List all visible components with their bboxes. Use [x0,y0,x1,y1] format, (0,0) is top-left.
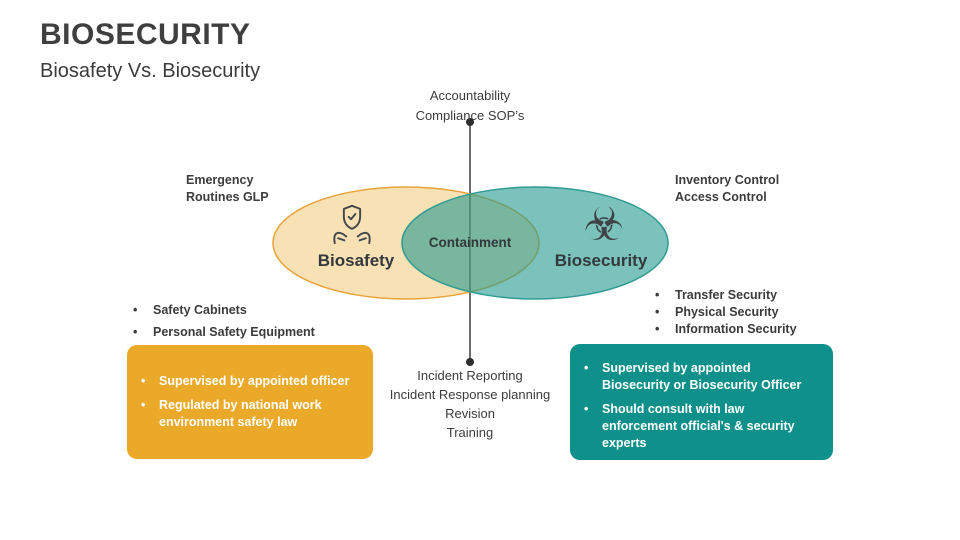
list-item: Personal Safety Equipment [131,321,315,343]
bottom-annotation-line: Revision [445,406,495,421]
page-subtitle: Biosafety Vs. Biosecurity [40,60,261,82]
containment-label: Containment [428,235,512,250]
connector-dot-bottom [466,358,474,366]
biosecurity-note-list: Supervised by appointed Biosecurity or B… [570,344,833,452]
list-item: Information Security [653,321,797,338]
shield-hands-icon [333,204,371,245]
biosecurity-ellipse [401,186,669,300]
list-item: Physical Security [653,304,797,321]
left-annotation: Emergency Routines GLP [186,172,269,206]
top-annotation-line: Accountability [429,88,511,103]
note-item: Supervised by appointed officer [139,373,359,390]
left-annotation-line: Routines GLP [186,190,269,204]
biosecurity-bullet-list: Transfer Security Physical Security Info… [653,287,797,338]
biosafety-note-box: Supervised by appointed officer Regulate… [127,345,373,459]
left-hand [333,231,348,245]
right-annotation: Inventory Control Access Control [675,172,779,206]
bottom-annotation-line: Incident Response planning [389,387,551,402]
connector-dot-top [466,118,474,126]
biosecurity-note-box: Supervised by appointed Biosecurity or B… [570,344,833,460]
top-annotation-line: Compliance SOP’s [415,108,525,123]
top-annotation: Accountability Compliance SOP’s [416,86,525,126]
note-item: Regulated by national work environment s… [139,397,359,431]
biosafety-bullet-list: Safety Cabinets Personal Safety Equipmen… [131,299,315,343]
page-title: BIOSECURITY [40,18,251,51]
biosecurity-label: Biosecurity [554,251,648,270]
bottom-annotation-line: Incident Reporting [417,368,523,383]
note-item: Supervised by appointed Biosecurity or B… [582,360,821,394]
biosafety-note-list: Supervised by appointed officer Regulate… [127,345,373,431]
biohazard-icon: ☣ [583,198,625,250]
list-item: Transfer Security [653,287,797,304]
right-hand [356,231,371,245]
left-annotation-line: Emergency [186,173,254,187]
note-item: Should consult with law enforcement offi… [582,401,821,452]
right-annotation-line: Access Control [675,190,767,204]
list-item: Safety Cabinets [131,299,315,321]
bottom-annotation-line: Training [446,425,494,440]
biosafety-label: Biosafety [317,251,395,270]
right-annotation-line: Inventory Control [675,173,780,187]
bottom-annotation: Incident Reporting Incident Response pla… [390,366,550,442]
